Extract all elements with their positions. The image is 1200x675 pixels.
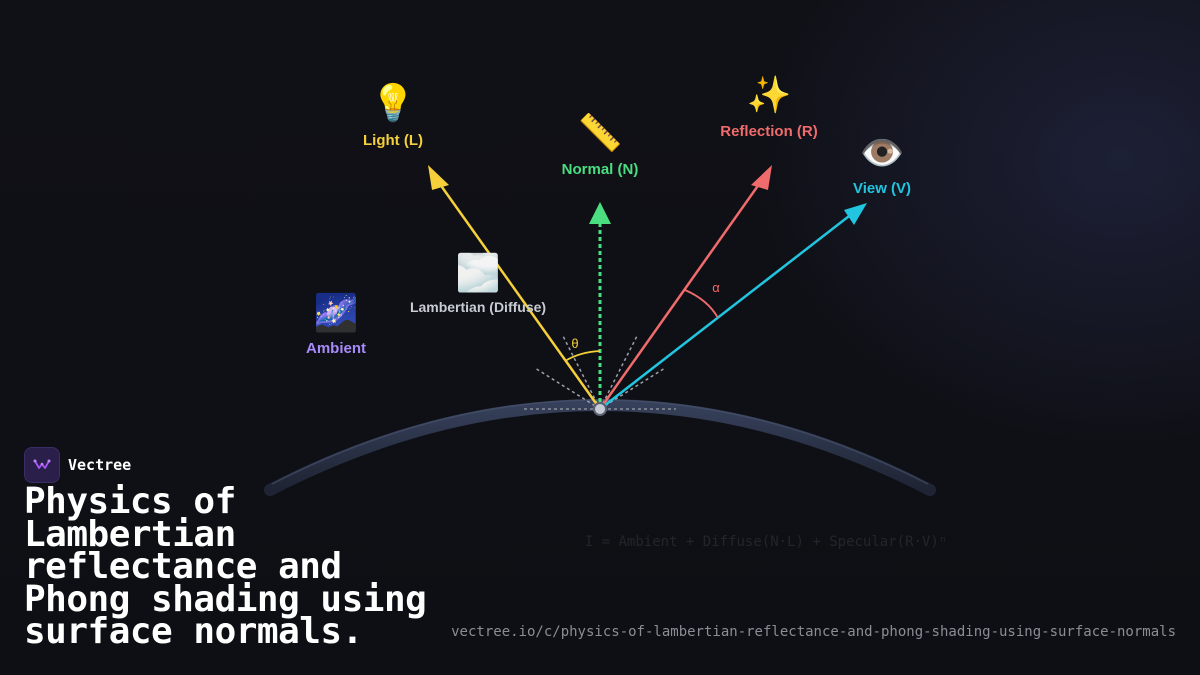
reflection-arrowhead [751, 165, 772, 190]
brand[interactable]: Vectree [24, 447, 131, 483]
ruler-icon: 📏 [577, 113, 623, 154]
theta-label: θ [571, 336, 578, 351]
sparkles-icon: ✨ [746, 75, 792, 116]
milky-way-icon: 🌌 [313, 293, 359, 334]
light-label: Light (L) [363, 132, 423, 149]
light-arrowhead [428, 165, 449, 190]
vectree-logo-icon [24, 447, 60, 483]
brand-name: Vectree [68, 456, 132, 474]
view-arrowhead [844, 203, 867, 225]
view-label: View (V) [852, 180, 912, 197]
normal-arrowhead [589, 202, 611, 224]
curved-surface [264, 399, 936, 496]
reflection-label: Reflection (R) [720, 123, 818, 140]
light-vector [435, 179, 602, 410]
surface-point [593, 402, 607, 416]
alpha-label: α [712, 280, 720, 295]
page-url[interactable]: vectree.io/c/physics-of-lambertian-refle… [451, 624, 1176, 640]
view-vector [599, 212, 854, 410]
page-title: Physics of Lambertian reflectance and Ph… [24, 481, 427, 652]
diffuse-label: Lambertian (Diffuse) [409, 299, 547, 315]
fog-icon: 🌫️ [455, 253, 501, 294]
ambient-label: Ambient [306, 340, 366, 357]
theta-arc [564, 350, 601, 362]
reflection-vector [598, 179, 764, 410]
shading-formula: I = Ambient + Diffuse(N·L) + Specular(R·… [584, 534, 948, 550]
alpha-arc [684, 289, 719, 319]
lightbulb-icon: 💡 [370, 83, 416, 124]
eye-icon: 👁️ [859, 133, 905, 174]
normal-label: Normal (N) [561, 161, 639, 178]
